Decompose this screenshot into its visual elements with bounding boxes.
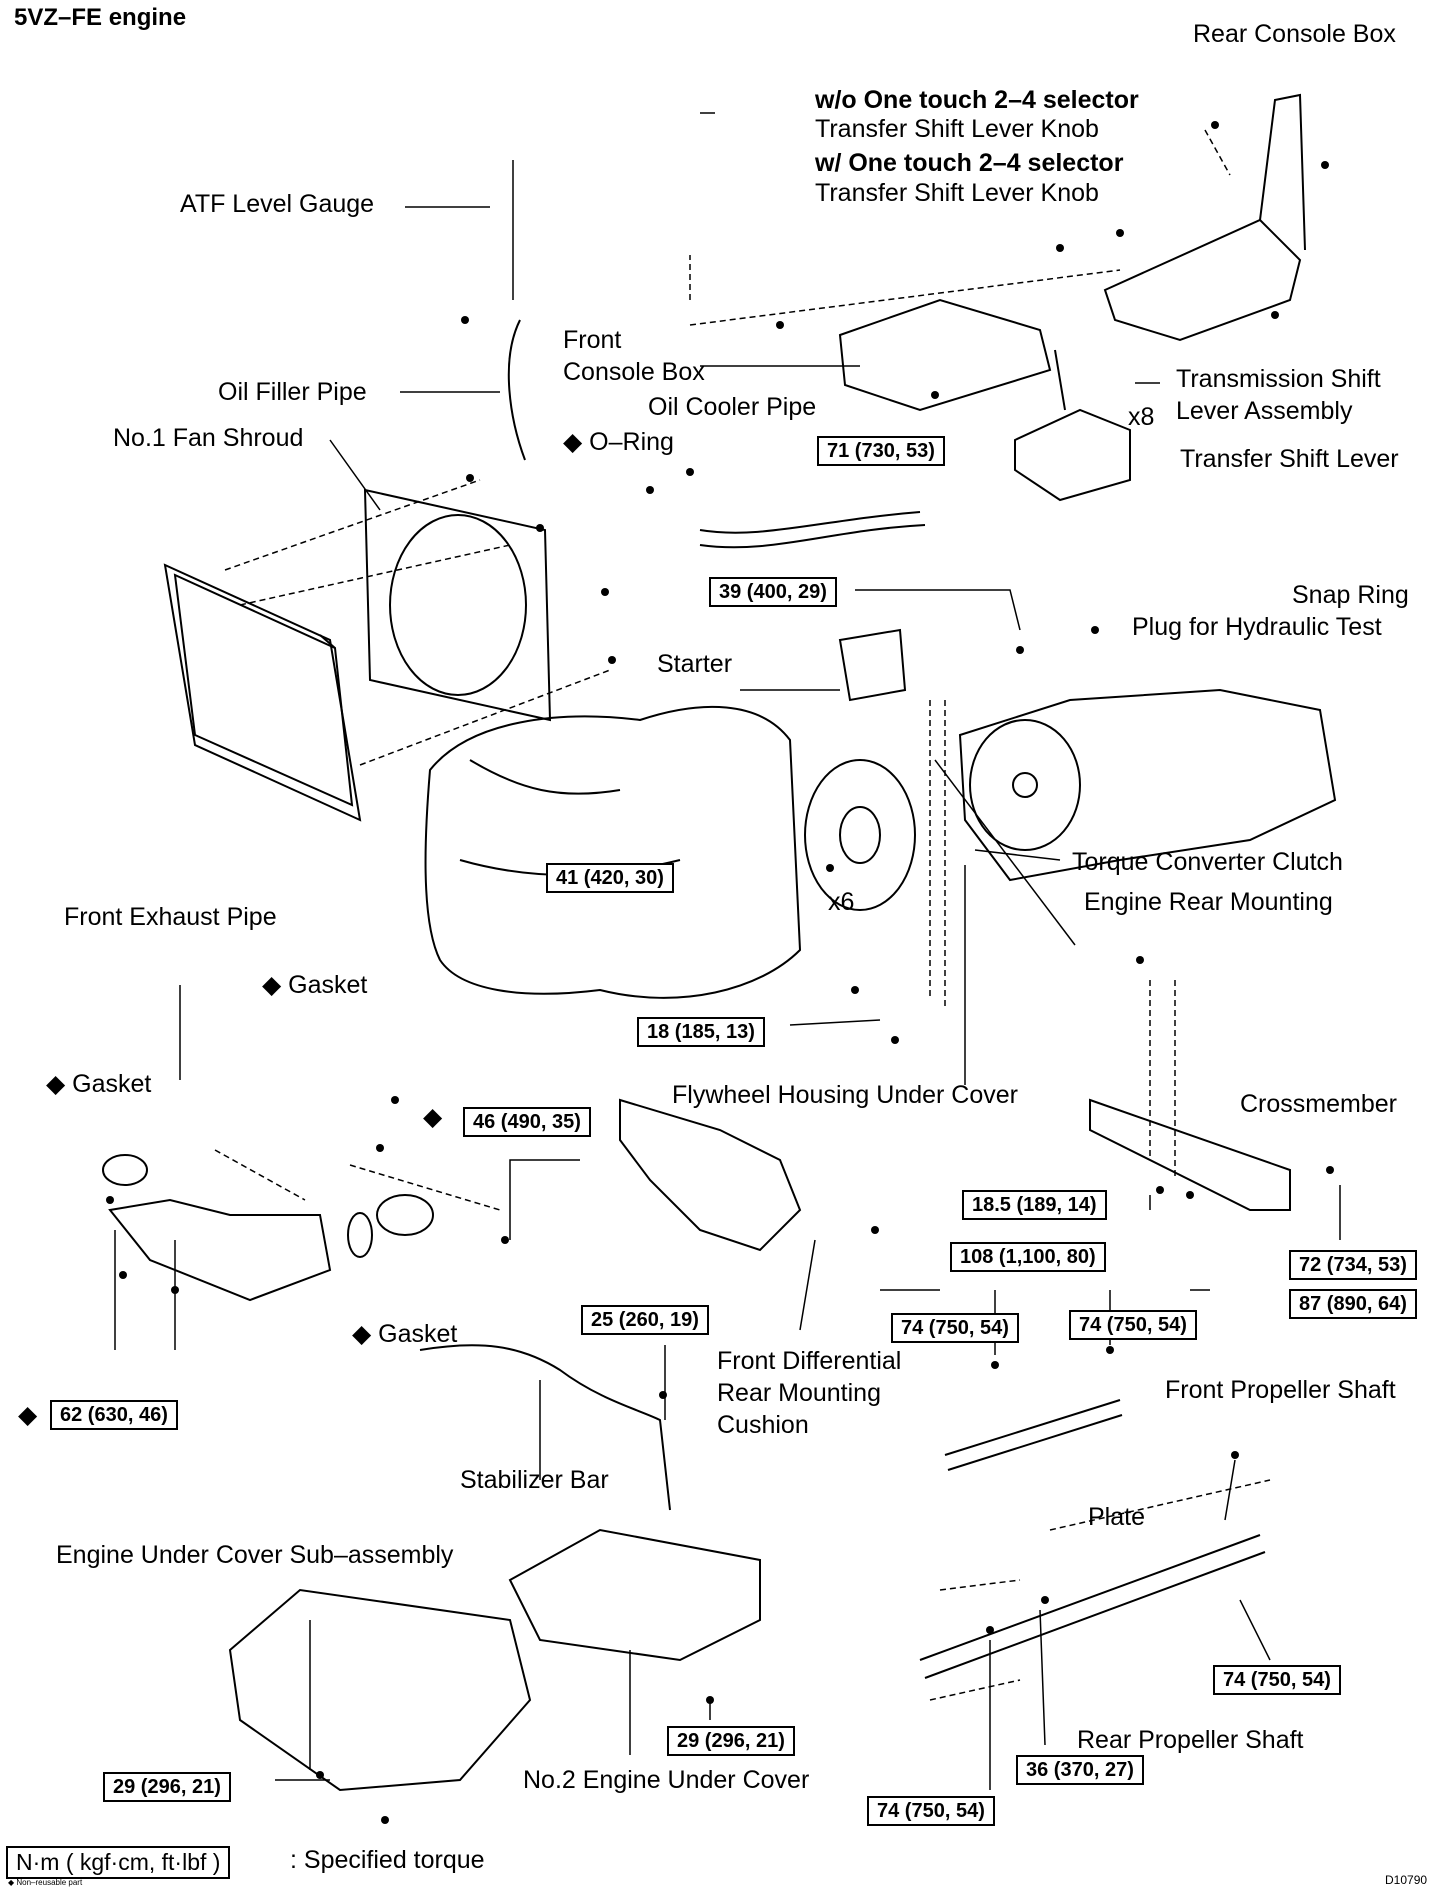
- rear-console-box: [1103, 218, 1302, 342]
- label-rear-console-box: Rear Console Box: [1193, 20, 1396, 48]
- torque-29-b: 29 (296, 21): [103, 1772, 231, 1802]
- label-front-diff-3: Cushion: [717, 1411, 809, 1439]
- label-x6: x6: [828, 888, 855, 916]
- figure-id: D10790: [1385, 1873, 1428, 1887]
- torque-41: 41 (420, 30): [546, 863, 674, 893]
- label-front-prop-shaft: Front Propeller Shaft: [1165, 1376, 1396, 1404]
- front-console-box: [838, 298, 1052, 412]
- transmission: [958, 688, 1337, 882]
- engine-under-cover-sub: [228, 1588, 532, 1792]
- label-front-exhaust-pipe: Front Exhaust Pipe: [64, 903, 277, 931]
- torque-18: 18 (185, 13): [637, 1017, 765, 1047]
- torque-46: 46 (490, 35): [463, 1107, 591, 1137]
- label-w-one-touch: w/ One touch 2–4 selector: [815, 149, 1124, 177]
- crossmember-shape: [1089, 1098, 1291, 1211]
- no2-engine-under-cover: [508, 1528, 761, 1662]
- torque-36: 36 (370, 27): [1016, 1755, 1144, 1785]
- label-torque-converter: Torque Converter Clutch: [1072, 848, 1343, 876]
- label-transfer-shift-lever: Transfer Shift Lever: [1180, 445, 1399, 473]
- shift-lever-assembly: [1014, 408, 1131, 502]
- torque-74-c: 74 (750, 54): [1213, 1665, 1341, 1695]
- torque-62: 62 (630, 46): [50, 1400, 178, 1430]
- label-flywheel-cover: Flywheel Housing Under Cover: [672, 1081, 1018, 1109]
- label-gasket-top: ◆ Gasket: [262, 971, 368, 999]
- label-front-console-2: Console Box: [563, 358, 705, 386]
- label-oil-cooler-pipe: Oil Cooler Pipe: [648, 393, 817, 421]
- front-differential: [619, 1098, 802, 1252]
- engine-block: [424, 705, 802, 999]
- label-front-diff-1: Front Differential: [717, 1347, 902, 1375]
- legend-unit-box: N·m ( kgf·cm, ft·lbf ): [6, 1846, 231, 1879]
- front-propeller-shaft: [944, 1399, 1121, 1456]
- label-front-diff-2: Rear Mounting: [717, 1379, 881, 1407]
- label-transfer-knob-2: Transfer Shift Lever Knob: [815, 179, 1099, 207]
- bolts: [106, 121, 1334, 1824]
- label-rear-prop-shaft: Rear Propeller Shaft: [1077, 1726, 1304, 1754]
- torque-108: 108 (1,100, 80): [950, 1242, 1106, 1272]
- label-crossmember: Crossmember: [1240, 1090, 1397, 1118]
- torque-87: 87 (890, 64): [1289, 1289, 1417, 1319]
- torque-39: 39 (400, 29): [709, 577, 837, 607]
- fan-shroud: [363, 488, 552, 722]
- label-transmission-shift-1: Transmission Shift: [1176, 365, 1381, 393]
- label-diamond-62: ◆: [18, 1401, 38, 1429]
- torque-71: 71 (730, 53): [817, 436, 945, 466]
- torque-converter: [804, 759, 916, 911]
- legend-nonreusable: ◆ Non–reusable part: [8, 1878, 83, 1887]
- torque-74-d: 74 (750, 54): [867, 1796, 995, 1826]
- label-snap-ring: Snap Ring: [1292, 581, 1409, 609]
- label-transfer-knob-1: Transfer Shift Lever Knob: [815, 115, 1099, 143]
- label-plug-hydraulic: Plug for Hydraulic Test: [1132, 613, 1382, 641]
- label-oil-filler-pipe: Oil Filler Pipe: [218, 378, 367, 406]
- torque-74-a: 74 (750, 54): [891, 1313, 1019, 1343]
- label-o-ring: ◆ O–Ring: [563, 428, 674, 456]
- label-front-console-1: Front: [563, 326, 622, 354]
- stabilizer-bar-shape: [419, 1344, 671, 1511]
- legend-torque-text: : Specified torque: [290, 1846, 485, 1874]
- label-x8: x8: [1128, 403, 1155, 431]
- exhaust-pipe: [102, 1154, 434, 1302]
- label-engine-under-cover-sub: Engine Under Cover Sub–assembly: [56, 1541, 454, 1569]
- torque-29-a: 29 (296, 21): [667, 1726, 795, 1756]
- radiator: [163, 563, 362, 822]
- rear-propeller-shaft: [919, 1534, 1261, 1661]
- torque-72: 72 (734, 53): [1289, 1250, 1417, 1280]
- label-atf-level-gauge: ATF Level Gauge: [180, 190, 375, 218]
- label-gasket-left: ◆ Gasket: [46, 1070, 152, 1098]
- label-wo-one-touch: w/o One touch 2–4 selector: [815, 86, 1139, 114]
- label-engine-rear-mounting: Engine Rear Mounting: [1084, 888, 1333, 916]
- torque-18-5: 18.5 (189, 14): [962, 1190, 1107, 1220]
- starter-body: [838, 628, 907, 702]
- label-diamond-mid: ◆: [423, 1103, 443, 1131]
- label-no2-engine-under-cover: No.2 Engine Under Cover: [523, 1766, 810, 1794]
- torque-74-b: 74 (750, 54): [1069, 1310, 1197, 1340]
- label-gasket-bottom: ◆ Gasket: [352, 1320, 458, 1348]
- label-stabilizer-bar: Stabilizer Bar: [460, 1466, 609, 1494]
- diagram-title: 5VZ–FE engine: [14, 4, 187, 31]
- label-no1-fan-shroud: No.1 Fan Shroud: [113, 424, 304, 452]
- label-transmission-shift-2: Lever Assembly: [1176, 397, 1353, 425]
- label-starter: Starter: [657, 650, 733, 678]
- torque-25: 25 (260, 19): [581, 1305, 709, 1335]
- label-plate: Plate: [1088, 1503, 1145, 1531]
